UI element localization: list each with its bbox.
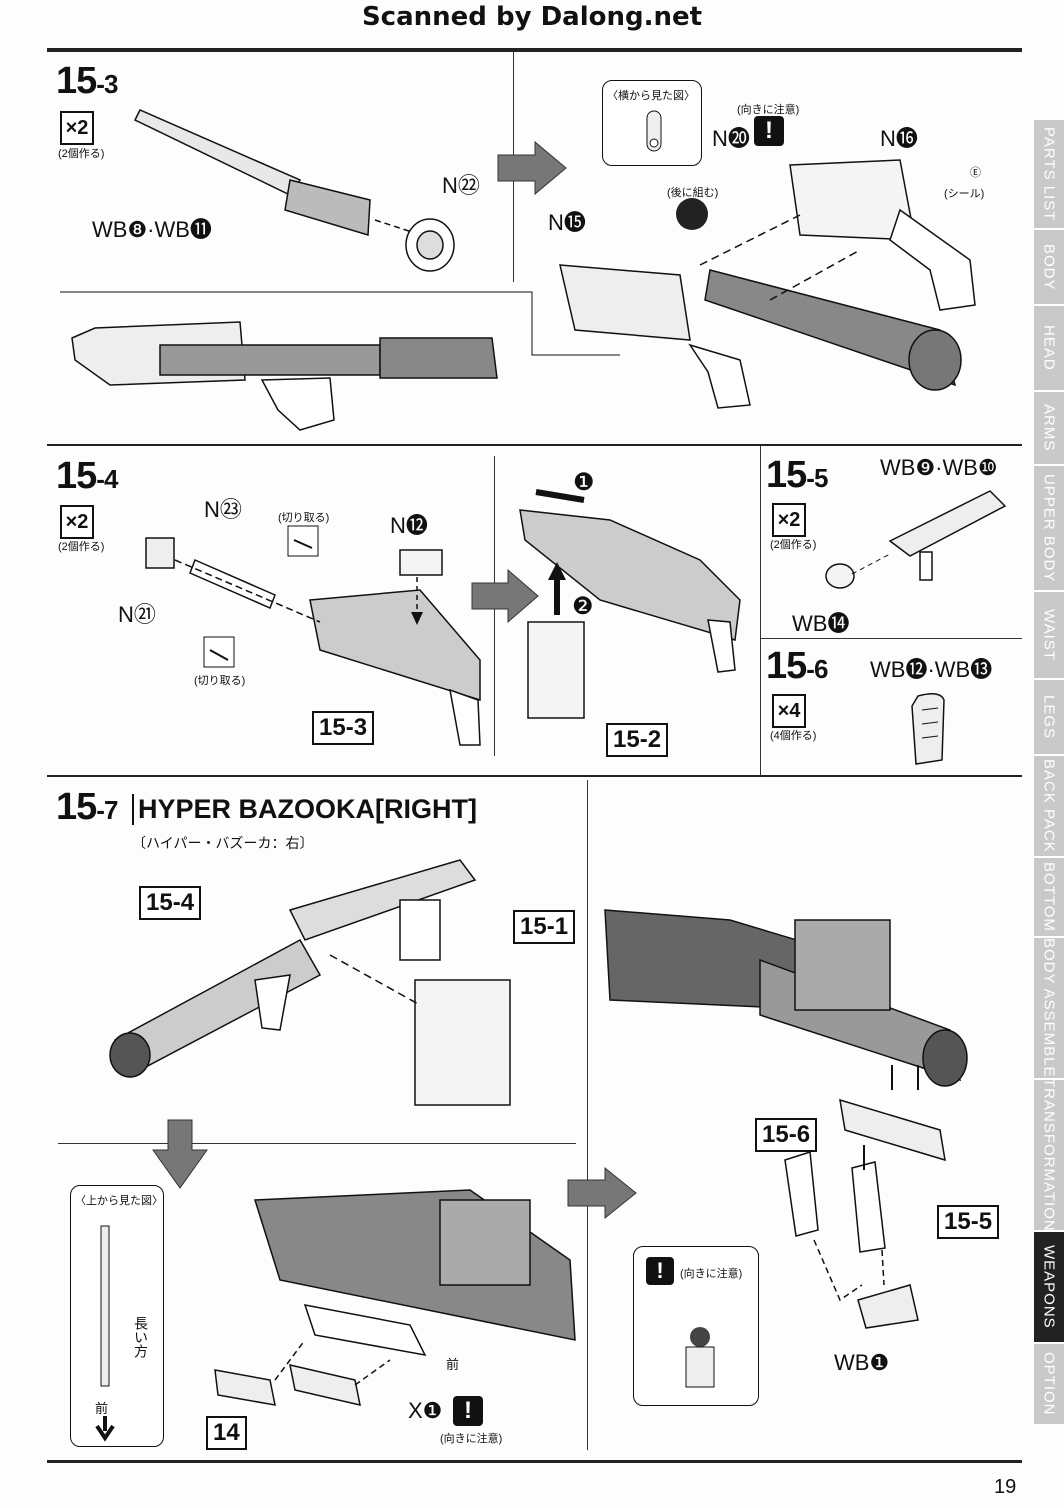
page-number: 19	[994, 1476, 1017, 1498]
label-n12: N⓬	[390, 513, 428, 538]
top-view-inset: 〈上から見た図〉 長い方 前	[70, 1185, 164, 1447]
cut-note-1: (切り取る)	[278, 512, 330, 524]
caution-icon: !	[754, 116, 784, 146]
label-n21: N㉑	[118, 602, 156, 627]
ref-15-3: 15-3	[312, 711, 375, 745]
step-15-7-subtitle: 〔ハイパー・バズーカ：右〕	[132, 835, 314, 851]
side-tab-head[interactable]: HEAD	[1034, 306, 1064, 392]
label-n20: N⓴	[712, 126, 750, 151]
later-note: (後に組む)	[667, 187, 719, 199]
caution-icon-3: !	[646, 1257, 674, 1285]
label-wb1: WB❶	[834, 1350, 890, 1375]
label-x1: X❶	[408, 1398, 443, 1423]
ref-15-1: 15-1	[513, 910, 576, 944]
divider-row-2	[47, 775, 1022, 777]
diagram-15-5	[825, 490, 1007, 589]
step-15-5-number: 15-5	[766, 454, 828, 496]
bottom-rule	[47, 1460, 1022, 1463]
top-view-label: 〈上から見た図〉	[75, 1195, 163, 1207]
label-n22: N㉒	[442, 173, 480, 198]
step-15-7-number: 15-7	[56, 786, 118, 828]
ref-15-2: 15-2	[606, 723, 669, 757]
label-wb12-wb13: WB⓬·WB⓭	[870, 657, 993, 682]
step-15-3-mult-note: (2個作る)	[58, 148, 105, 160]
side-tab-waist[interactable]: WAIST	[1034, 592, 1064, 680]
caution-inset-part	[685, 1327, 715, 1388]
ref-14: 14	[206, 1416, 247, 1450]
caution-note-15-3: (向きに注意)	[737, 104, 800, 116]
label-wb14: WB⓮	[792, 611, 850, 636]
divider-15-6-h	[760, 638, 1022, 639]
step-15-6-mult-note: (4個作る)	[770, 730, 817, 742]
front-note: 前	[446, 1357, 460, 1372]
side-tab-legs[interactable]: LEGS	[1034, 680, 1064, 756]
diagram-15-4	[145, 489, 741, 746]
ref-15-5: 15-5	[937, 1205, 1000, 1239]
side-view-label: 〈横から見た図〉	[607, 90, 695, 102]
label-wb9-wb10: WB❾·WB❿	[880, 455, 998, 480]
ref-15-6: 15-6	[755, 1118, 818, 1152]
divider-15-7-h	[58, 1143, 576, 1144]
step-15-6-multiplier: ×4	[772, 694, 806, 728]
top-rule	[47, 48, 1022, 52]
side-tab-arms[interactable]: ARMS	[1034, 392, 1064, 466]
caution-icon-2: !	[453, 1396, 483, 1426]
side-tab-weapons[interactable]: WEAPONS	[1034, 1232, 1064, 1344]
cut-note-2: (切り取る)	[194, 675, 246, 687]
side-tab-body[interactable]: BODY	[1034, 230, 1064, 306]
step-15-7-title: HYPER BAZOOKA[RIGHT]	[132, 794, 477, 825]
divider-row-1	[47, 444, 1022, 446]
side-tab-bottom[interactable]: BOTTOM	[1034, 858, 1064, 938]
ref-15-4: 15-4	[139, 886, 202, 920]
label-wb8-wb11: WB❽·WB⓫	[92, 217, 212, 242]
long-side-label: 長い方	[133, 1316, 149, 1358]
arrow-step-1: ❶	[573, 469, 595, 496]
top-view-part	[95, 1225, 115, 1442]
step-15-6-number: 15-6	[766, 645, 828, 687]
caution-inset: ! (向きに注意)	[633, 1246, 759, 1406]
side-tab-option[interactable]: OPTION	[1034, 1344, 1064, 1426]
caution-note-x1: (向きに注意)	[440, 1433, 503, 1445]
step-15-3-multiplier: ×2	[60, 111, 94, 145]
divider-15-7-v	[587, 780, 588, 1450]
step-15-5-mult-note: (2個作る)	[770, 539, 817, 551]
side-view-part	[646, 110, 662, 152]
side-view-inset: 〈横から見た図〉	[602, 80, 702, 166]
side-tab-body-assemble[interactable]: BODY ASSEMBLE	[1034, 938, 1064, 1080]
arrow-step-2: ❷	[572, 593, 594, 620]
step-15-3-number: 15-3	[56, 60, 118, 102]
label-n15: N⓯	[548, 210, 586, 235]
side-tab-upper-body[interactable]: UPPER BODY	[1034, 466, 1064, 592]
seal-mark: Ⓔ	[970, 167, 981, 179]
seal-note: (シール)	[944, 188, 985, 200]
step-15-5-multiplier: ×2	[772, 503, 806, 537]
diagram-15-7	[109, 859, 968, 1406]
side-tab-transformation[interactable]: TRANSFORMATION	[1034, 1078, 1064, 1232]
diagram-15-3	[60, 109, 976, 431]
side-tab-back-pack[interactable]: BACK PACK	[1034, 756, 1064, 858]
step-15-4-number: 15-4	[56, 455, 118, 497]
magazine-part	[911, 693, 945, 765]
label-n23: N㉓	[204, 497, 242, 522]
label-n16: N⓰	[880, 126, 918, 151]
side-tab-parts-list[interactable]: PARTS LIST	[1034, 120, 1064, 230]
caution-inset-note: (向きに注意)	[680, 1268, 743, 1280]
scan-credit: Scanned by Dalong.net	[361, 2, 703, 32]
divider-15-5-v	[760, 446, 761, 776]
front-label: 前	[95, 1401, 109, 1416]
step-15-4-multiplier: ×2	[60, 505, 94, 539]
step-15-4-mult-note: (2個作る)	[58, 541, 105, 553]
side-tab-bar: PARTS LIST BODY HEAD ARMS UPPER BODY WAI…	[1034, 120, 1064, 1426]
